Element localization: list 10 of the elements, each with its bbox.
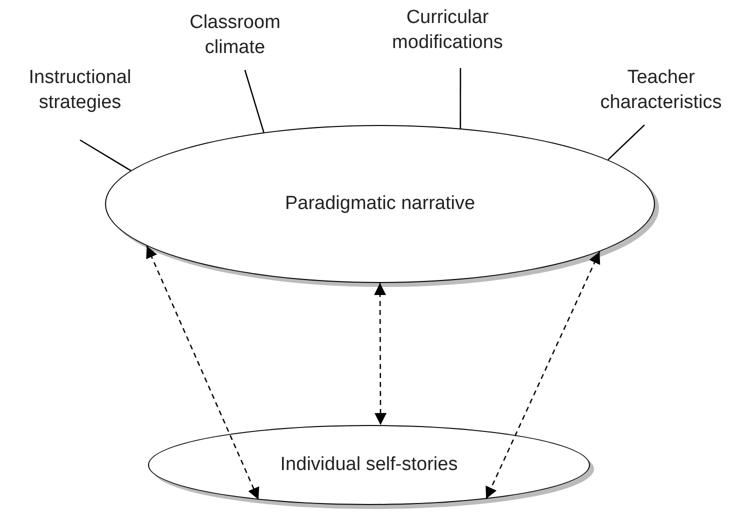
label-text: Classroom climate: [180, 10, 290, 70]
leader-line: [460, 68, 462, 128]
dashed-arrow: [374, 283, 387, 426]
leader-line: [244, 70, 264, 133]
label-text: Curricular modifications: [355, 5, 540, 68]
leader-line: [80, 139, 132, 172]
dashed-arrow: [146, 246, 260, 500]
dashed-arrow: [486, 251, 600, 500]
leader-line: [608, 124, 645, 160]
label-text: Teacher characteristics: [592, 65, 730, 125]
